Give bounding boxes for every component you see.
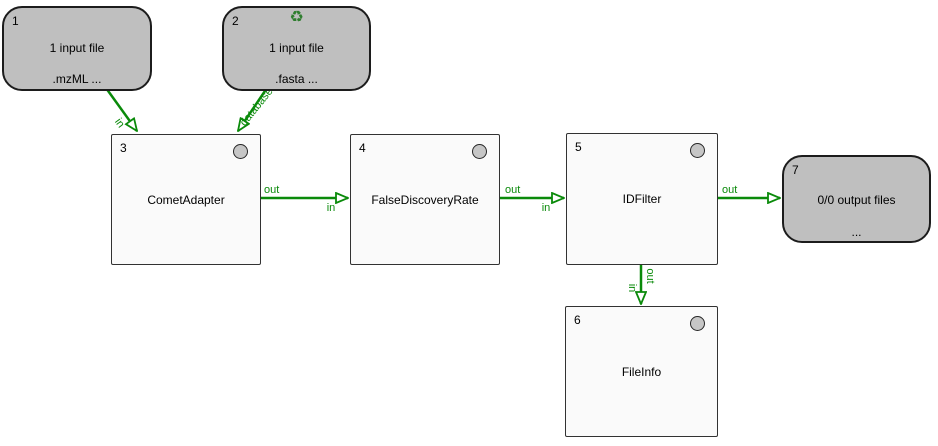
node-number: 1 (12, 14, 19, 28)
node-number: 2 (232, 14, 239, 28)
node-number: 7 (792, 163, 799, 177)
status-circle (233, 144, 248, 159)
tool-name: FalseDiscoveryRate (371, 192, 479, 207)
input-file-count: 1 input file (269, 41, 324, 55)
recycle-icon: ♻ (289, 9, 304, 26)
node-output-files[interactable]: 7 0/0 output files ... (782, 155, 931, 243)
node-input-fasta[interactable]: 2 ♻ 1 input file .fasta ... (222, 6, 371, 91)
output-file-ellipsis: ... (851, 225, 862, 239)
status-circle (690, 143, 705, 158)
node-fileinfo[interactable]: 6 FileInfo (565, 306, 718, 437)
node-number: 3 (120, 141, 127, 155)
port-label-in: in (112, 116, 127, 130)
edge-input-fasta-to-cometadapter[interactable] (238, 87, 269, 131)
input-file-type: .mzML ... (52, 72, 102, 86)
edge-input-mzml-to-cometadapter[interactable] (104, 87, 137, 131)
port-label-out: out (264, 184, 279, 196)
tool-name: IDFilter (622, 192, 662, 206)
node-number: 4 (359, 141, 366, 155)
node-idfilter[interactable]: 5 IDFilter (566, 133, 718, 265)
tool-name: CometAdapter (147, 192, 225, 207)
input-file-count: 1 input file (49, 41, 105, 55)
status-circle (690, 316, 705, 331)
output-file-count: 0/0 output files (817, 193, 896, 207)
port-label-in: in (626, 284, 638, 293)
input-file-type: .fasta ... (275, 72, 318, 86)
node-number: 5 (575, 140, 582, 154)
node-number: 6 (574, 313, 581, 327)
node-falsediscoveryrate[interactable]: 4 FalseDiscoveryRate (350, 134, 500, 265)
port-label-out: out (644, 268, 656, 283)
port-label-in: in (542, 202, 551, 214)
port-label-out: out (505, 184, 520, 196)
port-label-in: in (327, 202, 336, 214)
node-cometadapter[interactable]: 3 CometAdapter (111, 134, 261, 265)
port-label-out: out (722, 184, 737, 196)
tool-name: FileInfo (621, 364, 662, 379)
node-input-mzml[interactable]: 1 1 input file .mzML ... (2, 6, 152, 91)
status-circle (472, 144, 487, 159)
port-label-database: database (238, 86, 276, 129)
